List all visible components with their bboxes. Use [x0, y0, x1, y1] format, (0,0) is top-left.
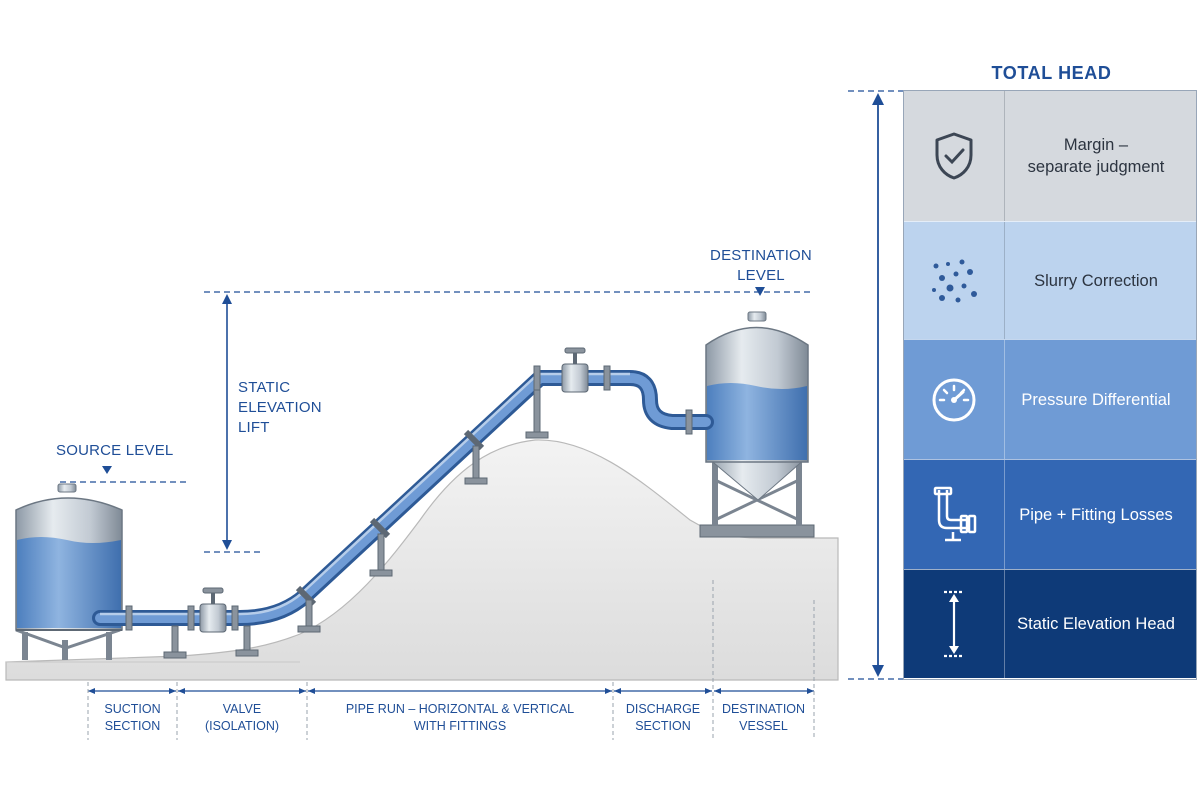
section-label-suction: SUCTION SECTION: [104, 702, 161, 733]
section-label-discharge: DISCHARGE SECTION: [625, 702, 701, 733]
section-dimension-lines: [88, 688, 814, 694]
particles-icon: [904, 222, 1004, 339]
source-level-marker: [102, 466, 112, 474]
band-label: Static Elevation Head: [1017, 615, 1175, 633]
pressure-gauge-icon: [904, 340, 1004, 459]
band-label: Slurry Correction: [1034, 271, 1158, 290]
destination-level-label: DESTINATION LEVEL: [710, 247, 812, 284]
band-label: Margin – separate judgment: [1027, 136, 1165, 176]
level-lines: [60, 90, 903, 680]
source-level-label: SOURCE LEVEL: [56, 442, 174, 459]
band-margin: Margin – separate judgment: [904, 91, 1196, 221]
band-pipe-fitting-losses: Pipe + Fitting Losses: [904, 459, 1196, 569]
total-head-stack: Margin – separate judgment Slurry Correc…: [903, 90, 1197, 680]
section-label-valve: VALVE (ISOLATION): [204, 702, 280, 733]
shield-check-icon: [904, 91, 1004, 221]
destination-level-marker: [755, 287, 765, 296]
band-slurry-correction: Slurry Correction: [904, 221, 1196, 339]
static-lift-arrow: [222, 294, 232, 550]
band-label: Pressure Differential: [1021, 390, 1171, 409]
pipeline: [92, 347, 714, 659]
section-label-pipe-run: PIPE RUN – HORIZONTAL & VERTICAL WITH FI…: [345, 702, 575, 733]
band-label: Pipe + Fitting Losses: [1019, 505, 1173, 524]
pipe-fitting-icon: [904, 460, 1004, 569]
total-head-title: TOTAL HEAD: [991, 63, 1112, 83]
destination-tank: [699, 311, 815, 538]
static-elevation-lift-label: STATIC ELEVATION LIFT: [238, 379, 322, 436]
section-label-destination-vessel: DESTINATION VESSEL: [721, 702, 806, 733]
total-head-arrow: [872, 93, 884, 677]
source-tank: [15, 483, 123, 660]
band-static-elevation-head: Static Elevation Head: [904, 569, 1196, 678]
band-pressure-differential: Pressure Differential: [904, 339, 1196, 459]
elevation-arrow-icon: [904, 570, 1004, 678]
